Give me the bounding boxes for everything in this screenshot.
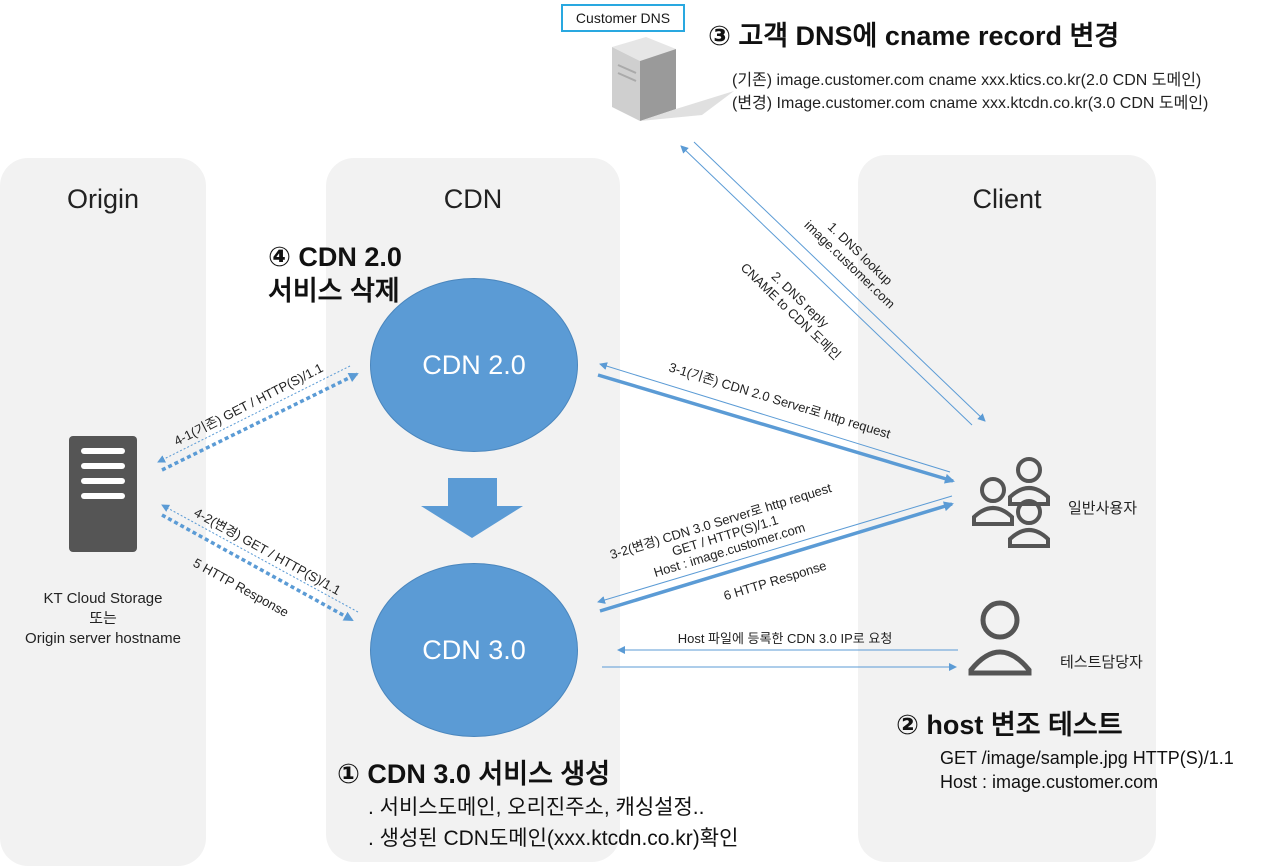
tester-label: 테스트담당자: [1060, 654, 1143, 671]
customer-dns-badge: Customer DNS: [561, 4, 685, 32]
step4-title-line-2: 서비스 삭제: [268, 276, 400, 306]
cdn-30-label: CDN 3.0: [422, 634, 526, 665]
arrow-31-request: [597, 373, 955, 484]
step3-title: ③ 고객 DNS에 cname record 변경: [708, 21, 1120, 51]
arrow-42-request: [161, 513, 354, 622]
step4-title: ④ CDN 2.0 서비스 삭제: [268, 240, 402, 308]
users-group-icon: [972, 457, 1050, 548]
arrow-32-request: [599, 501, 954, 613]
step4-title-line-1: ④ CDN 2.0: [268, 242, 402, 272]
lane-title-origin: Origin: [66, 184, 140, 214]
arrow-41-request: [161, 372, 359, 472]
arrow-6-response: [597, 495, 953, 604]
general-users-label: 일반사용자: [1068, 500, 1138, 517]
step1-title: ① CDN 3.0 서비스 생성: [337, 759, 611, 789]
arrow-dns-reply: [680, 145, 973, 426]
migration-arrow: [421, 478, 523, 538]
lane-client: Client: [858, 155, 1156, 862]
tester-user-icon: [968, 600, 1032, 676]
cdn-30-node: CDN 3.0: [370, 563, 578, 737]
arrow-31-back: [599, 362, 951, 473]
lane-cdn: CDN: [326, 158, 620, 862]
step3-line-2: (변경) Image.customer.com cname xxx.ktcdn.…: [732, 95, 1209, 112]
lane-title-client: Client: [972, 184, 1042, 214]
step1-line-1: . 서비스도메인, 오리진주소, 캐싱설정..: [368, 796, 705, 819]
lane-title-cdn: CDN: [443, 184, 503, 214]
host-file-label: Host 파일에 등록한 CDN 3.0 IP로 요청: [677, 631, 893, 646]
cdn-20-node: CDN 2.0: [370, 278, 578, 452]
step2-line-2: Host : image.customer.com: [940, 772, 1159, 792]
step2-title: ② host 변조 테스트: [896, 710, 1123, 740]
arrow-5-response: [161, 504, 359, 613]
customer-dns-label: Customer DNS: [575, 10, 671, 26]
arrow-41-response: [157, 365, 351, 463]
step3-line-1: (기존) image.customer.com cname xxx.ktics.…: [732, 72, 1202, 89]
step2-line-1: GET /image/sample.jpg HTTP(S)/1.1: [940, 748, 1234, 768]
step1-line-2: . 생성된 CDN도메인(xxx.ktcdn.co.kr)확인: [368, 827, 739, 850]
origin-label: KT Cloud Storage 또는 Origin server hostna…: [0, 589, 206, 649]
origin-label-line-2: 또는: [89, 610, 117, 627]
origin-label-line-1: KT Cloud Storage: [43, 590, 163, 607]
cdn-20-label: CDN 2.0: [422, 349, 526, 380]
origin-label-line-3: Origin server hostname: [25, 630, 181, 647]
origin-server-icon: [69, 436, 137, 552]
dns-server-icon: [612, 37, 734, 121]
arrow-dns-lookup: [693, 141, 986, 422]
